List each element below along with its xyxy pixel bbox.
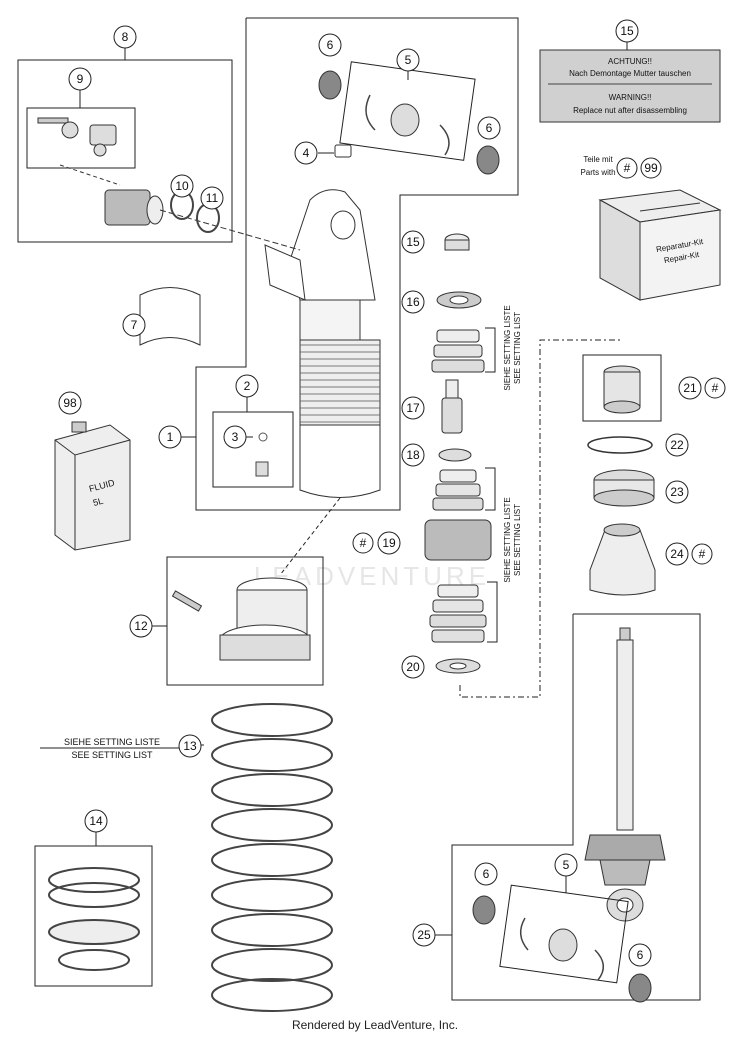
box-14 <box>34 845 153 987</box>
callout-15-warning: 15 <box>620 24 634 38</box>
callout-19: 19 <box>382 536 396 550</box>
callout-24: 24 <box>670 547 684 561</box>
callout-9: 9 <box>77 72 84 86</box>
warning-en-text: Replace nut after disassembling <box>573 106 687 115</box>
box-9 <box>26 107 136 169</box>
setting-labels-vertical: SIEHE SETTING LISTE SEE SETTING LIST SIE… <box>503 305 522 582</box>
callout-99: 99 <box>644 161 658 175</box>
callout-14: 14 <box>89 814 103 828</box>
callout-98: 98 <box>63 396 77 410</box>
warning-box <box>539 49 721 123</box>
callout-17: 17 <box>406 401 420 415</box>
callout-6-a: 6 <box>327 38 334 52</box>
callout-99-hash: # <box>624 161 631 175</box>
setting-de-2: SIEHE SETTING LISTE <box>503 497 512 582</box>
callout-23: 23 <box>670 485 684 499</box>
shock-body-frame <box>195 17 519 511</box>
box-12 <box>166 556 324 686</box>
spring-13 <box>211 703 333 1012</box>
callout-21-hash: # <box>712 381 719 395</box>
callout-1: 1 <box>167 430 174 444</box>
callout-15: 15 <box>406 235 420 249</box>
callout-7: 7 <box>131 318 138 332</box>
sleeve-7 <box>139 287 201 346</box>
callout-20: 20 <box>406 660 420 674</box>
callout-18: 18 <box>406 448 420 462</box>
box-2-3 <box>212 411 294 488</box>
fluid-can <box>54 421 131 551</box>
callout-5-b: 5 <box>563 858 570 872</box>
fluid-volume: 5L <box>92 496 104 508</box>
warning-de-title: ACHTUNG!! <box>608 57 652 66</box>
shaft-assembly <box>584 627 666 922</box>
spring-setting-de: SIEHE SETTING LISTE <box>64 737 160 747</box>
callout-22: 22 <box>670 438 684 452</box>
callout-6-c: 6 <box>483 867 490 881</box>
bearing-5-top <box>390 103 420 137</box>
callout-labels: 8 9 10 11 7 98 1 2 3 4 6 5 6 15 # 99 15 … <box>63 24 718 962</box>
callouts <box>58 19 726 967</box>
callout-19-hash: # <box>360 536 367 550</box>
right-mid-parts <box>587 365 656 596</box>
seal-6-bottom-right <box>628 973 652 1003</box>
bearing-5-bottom <box>548 928 578 962</box>
callout-13: 13 <box>183 739 197 753</box>
callout-3: 3 <box>232 430 239 444</box>
seal-6-top-right <box>476 145 500 175</box>
shock-body-drawing <box>264 144 381 498</box>
leader-body-dash <box>279 497 341 576</box>
spring-collar-12 <box>171 577 311 661</box>
box-5-top <box>339 61 476 161</box>
callout-4: 4 <box>303 146 310 160</box>
callout-6-b: 6 <box>486 121 493 135</box>
box-25-frame <box>451 613 701 1001</box>
callout-5-a: 5 <box>405 53 412 67</box>
repair-kit-box <box>598 189 722 301</box>
callout-11: 11 <box>206 191 219 205</box>
callout-12: 12 <box>134 619 148 633</box>
setting-en-1: SEE SETTING LIST <box>513 312 522 384</box>
footer-credit: Rendered by LeadVenture, Inc. <box>291 1018 459 1032</box>
setting-de-1: SIEHE SETTING LISTE <box>503 305 512 390</box>
assembly-dash-line <box>459 339 620 698</box>
callout-2: 2 <box>244 379 251 393</box>
callout-8: 8 <box>122 30 129 44</box>
callout-16: 16 <box>406 295 420 309</box>
callout-10: 10 <box>175 179 189 193</box>
callout-24-hash: # <box>699 547 706 561</box>
callout-25: 25 <box>417 928 431 942</box>
box-21 <box>582 354 662 422</box>
warning-de-text: Nach Demontage Mutter tauschen <box>569 69 691 78</box>
callout-6-d: 6 <box>637 948 644 962</box>
parts-with-en: Parts with <box>580 168 615 177</box>
seal-6-bottom-left <box>472 895 496 925</box>
center-stack <box>424 233 492 674</box>
parts-with-de: Teile mit <box>583 155 613 164</box>
setting-brackets <box>485 327 498 643</box>
spring-setting-en: SEE SETTING LIST <box>71 750 153 760</box>
setting-en-2: SEE SETTING LIST <box>513 504 522 576</box>
callout-leaders <box>152 397 452 936</box>
spring-seat-14 <box>48 867 140 971</box>
adjuster-parts <box>37 117 301 251</box>
callout-21: 21 <box>683 381 697 395</box>
warning-en-title: WARNING!! <box>609 93 652 102</box>
seal-6-top-left <box>318 70 342 100</box>
box-5-bottom <box>499 884 629 984</box>
